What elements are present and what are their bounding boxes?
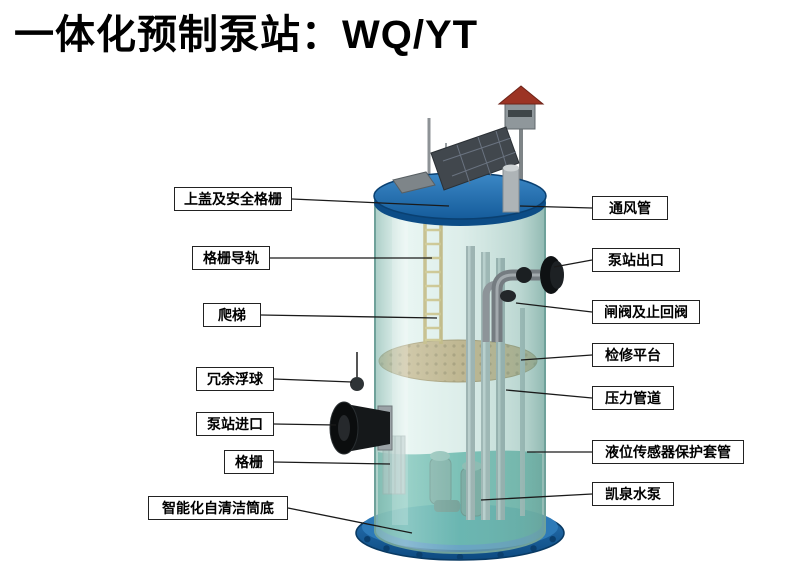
control-box-roof: [497, 85, 545, 184]
hatch-cover-graphic: [392, 171, 436, 194]
label-self-cleaning-bottom: 智能化自清洁筒底: [148, 496, 288, 520]
tank-body: [374, 197, 546, 554]
top-cover-grille-graphic: [430, 126, 520, 191]
label-top-cover-safety-grille: 上盖及安全格栅: [174, 187, 292, 211]
label-gate-check-valve: 闸阀及止回阀: [592, 300, 700, 324]
leader-lines: [260, 198, 593, 534]
label-vent-pipe: 通风管: [592, 196, 668, 220]
label-ladder: 爬梯: [203, 303, 261, 327]
label-pump-inlet: 泵站进口: [196, 412, 274, 436]
label-grille: 格栅: [224, 450, 274, 474]
label-redundant-float: 冗余浮球: [196, 367, 274, 391]
label-maintenance-platform: 检修平台: [592, 343, 674, 367]
vent-pipe-graphic: [502, 164, 520, 213]
float-ball-graphic: [350, 352, 364, 391]
label-pump-outlet: 泵站出口: [592, 248, 680, 272]
outlet-pipe-graphic: [482, 256, 564, 342]
inlet-pipe-graphic: [329, 401, 393, 455]
label-grille-guide-rail: 格栅导轨: [192, 246, 270, 270]
label-level-sensor-sleeve: 液位传感器保护套管: [592, 440, 744, 464]
page-title: 一体化预制泵站：WQ/YT: [14, 13, 479, 57]
label-kaiquan-pump: 凯泉水泵: [592, 482, 674, 506]
label-pressure-pipe: 压力管道: [592, 386, 674, 410]
